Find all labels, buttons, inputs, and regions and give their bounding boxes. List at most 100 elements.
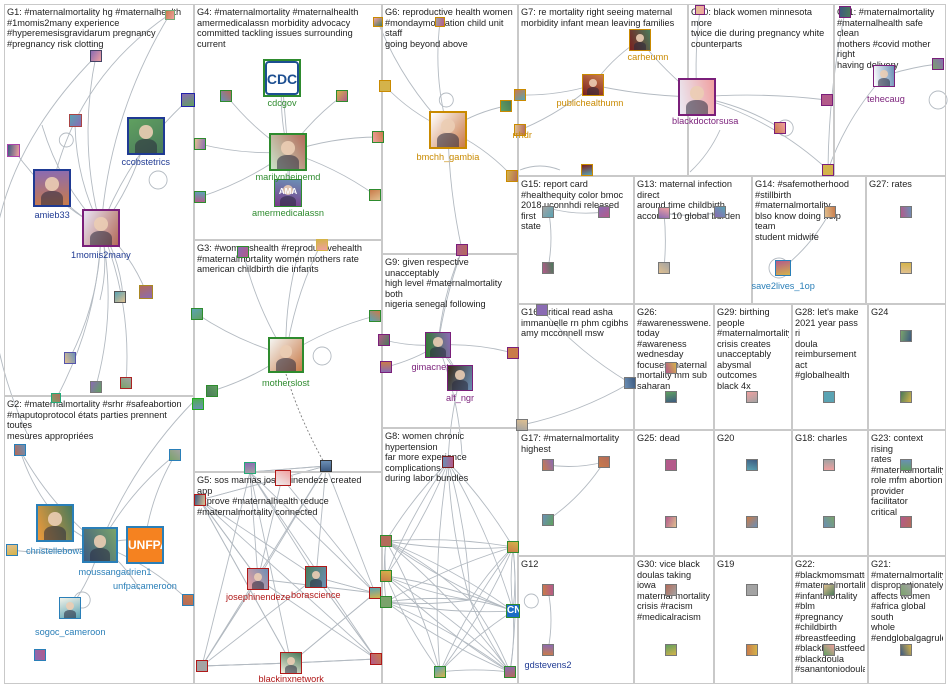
- avatar-node[interactable]: [165, 10, 175, 20]
- avatar-node[interactable]: [114, 291, 126, 303]
- avatar-node[interactable]: [370, 653, 382, 665]
- avatar-node[interactable]: [247, 568, 269, 590]
- avatar-node[interactable]: [665, 362, 677, 374]
- avatar-node[interactable]: [665, 516, 677, 528]
- avatar-node[interactable]: [90, 381, 102, 393]
- avatar-node[interactable]: [822, 164, 834, 176]
- avatar-node[interactable]: [900, 206, 912, 218]
- avatar-node[interactable]: [192, 398, 204, 410]
- avatar-node[interactable]: [14, 444, 26, 456]
- avatar-node[interactable]: [516, 419, 528, 431]
- avatar-node[interactable]: [504, 666, 516, 678]
- avatar-node[interactable]: [542, 459, 554, 471]
- avatar-node[interactable]: [194, 191, 206, 203]
- avatar-node[interactable]: [823, 391, 835, 403]
- avatar-node[interactable]: [507, 347, 519, 359]
- avatar-node[interactable]: [823, 644, 835, 656]
- avatar-node[interactable]: [275, 470, 291, 486]
- avatar-node[interactable]: [746, 584, 758, 596]
- avatar-node[interactable]: [182, 594, 194, 606]
- avatar-node[interactable]: [598, 456, 610, 468]
- avatar-node[interactable]: [373, 17, 383, 27]
- avatar-node[interactable]: [774, 122, 786, 134]
- logo-node[interactable]: [873, 65, 895, 87]
- avatar-node[interactable]: [269, 133, 307, 171]
- avatar-node[interactable]: [823, 459, 835, 471]
- avatar-node[interactable]: [624, 377, 636, 389]
- avatar-node[interactable]: [320, 460, 332, 472]
- avatar-node[interactable]: [714, 206, 726, 218]
- avatar-node[interactable]: [823, 516, 835, 528]
- avatar-node[interactable]: [120, 377, 132, 389]
- logo-node-unfpa[interactable]: UNFPA: [126, 526, 164, 564]
- logo-node-ama[interactable]: AMA: [274, 179, 302, 207]
- avatar-node[interactable]: [139, 285, 153, 299]
- avatar-node[interactable]: [372, 131, 384, 143]
- logo-node[interactable]: [429, 111, 467, 149]
- avatar-node[interactable]: [900, 391, 912, 403]
- avatar-node[interactable]: [380, 596, 392, 608]
- avatar-node[interactable]: [839, 6, 851, 18]
- avatar-node[interactable]: [82, 527, 118, 563]
- avatar-node[interactable]: [7, 144, 20, 157]
- logo-node-cn[interactable]: CN: [506, 604, 520, 618]
- avatar-node[interactable]: [900, 516, 912, 528]
- avatar-node[interactable]: [69, 114, 82, 127]
- logo-node[interactable]: [82, 209, 120, 247]
- avatar-node[interactable]: [542, 262, 554, 274]
- avatar-node[interactable]: [746, 391, 758, 403]
- avatar-node[interactable]: [305, 566, 327, 588]
- avatar-node[interactable]: [542, 206, 554, 218]
- avatar-node[interactable]: [900, 644, 912, 656]
- logo-node[interactable]: [581, 164, 593, 176]
- avatar-node[interactable]: [900, 330, 912, 342]
- avatar-node[interactable]: [665, 644, 677, 656]
- avatar-node[interactable]: [6, 544, 18, 556]
- logo-node[interactable]: [280, 652, 302, 674]
- avatar-node[interactable]: [379, 80, 391, 92]
- avatar-node[interactable]: [206, 385, 218, 397]
- avatar-node[interactable]: [51, 393, 61, 403]
- avatar-node[interactable]: [500, 100, 512, 112]
- avatar-node[interactable]: [169, 449, 181, 461]
- avatar-node[interactable]: [442, 456, 454, 468]
- avatar-node[interactable]: [542, 644, 554, 656]
- avatar-node[interactable]: [220, 90, 232, 102]
- avatar-node[interactable]: [542, 584, 554, 596]
- avatar-node[interactable]: [746, 516, 758, 528]
- avatar-node[interactable]: [932, 58, 944, 70]
- avatar-node[interactable]: [196, 660, 208, 672]
- avatar-node[interactable]: [434, 666, 446, 678]
- avatar-node[interactable]: [380, 535, 392, 547]
- avatar-node[interactable]: [380, 361, 392, 373]
- avatar-node[interactable]: [244, 462, 256, 474]
- avatar-node[interactable]: [64, 352, 76, 364]
- logo-node[interactable]: [59, 597, 81, 619]
- avatar-node[interactable]: [237, 246, 249, 258]
- avatar-node[interactable]: [435, 17, 445, 27]
- avatar-node[interactable]: [380, 570, 392, 582]
- avatar-node[interactable]: [194, 138, 206, 150]
- avatar-node[interactable]: [665, 584, 677, 596]
- avatar-node[interactable]: [514, 89, 526, 101]
- avatar-node[interactable]: [181, 93, 195, 107]
- avatar-node[interactable]: [369, 310, 381, 322]
- logo-node-cdc[interactable]: CDC: [263, 59, 301, 97]
- avatar-node[interactable]: [369, 189, 381, 201]
- avatar-node[interactable]: [695, 5, 705, 15]
- logo-node[interactable]: [629, 29, 651, 51]
- avatar-node[interactable]: [821, 94, 833, 106]
- avatar-node[interactable]: [746, 644, 758, 656]
- avatar-node[interactable]: [506, 170, 518, 182]
- avatar-node[interactable]: [823, 584, 835, 596]
- avatar-node[interactable]: [900, 262, 912, 274]
- avatar-node[interactable]: [268, 337, 304, 373]
- avatar-node[interactable]: [900, 584, 912, 596]
- avatar-node[interactable]: [900, 459, 912, 471]
- avatar-node[interactable]: [507, 541, 519, 553]
- avatar-node[interactable]: [658, 262, 670, 274]
- avatar-node[interactable]: [191, 308, 203, 320]
- avatar-node[interactable]: [542, 514, 554, 526]
- avatar-node[interactable]: [33, 169, 71, 207]
- logo-node[interactable]: [425, 332, 451, 358]
